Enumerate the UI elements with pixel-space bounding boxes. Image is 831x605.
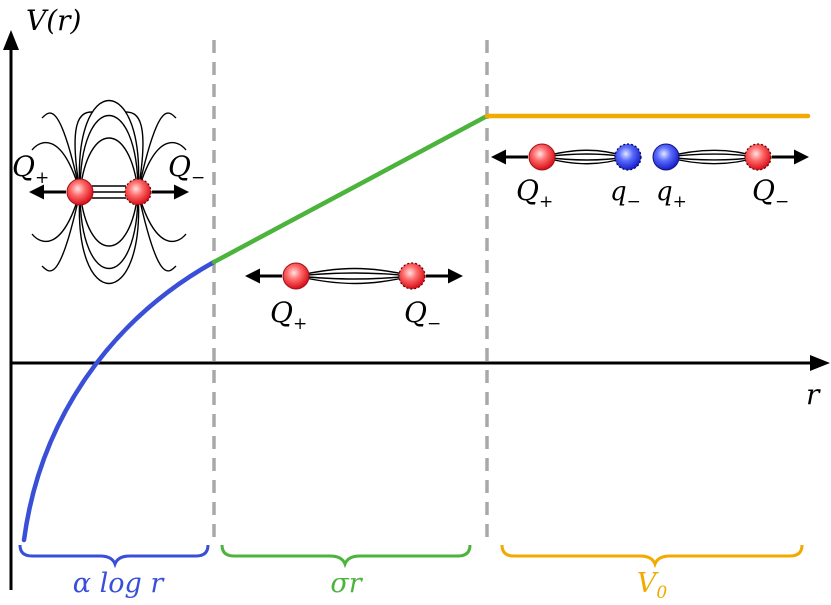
x-axis-label: r xyxy=(806,378,821,411)
label-q-minus-3: q− xyxy=(610,177,641,212)
y-axis-arrowhead xyxy=(3,30,19,50)
charge-q-plus-3 xyxy=(652,143,680,171)
dipole-field-diagram xyxy=(31,99,187,285)
region-label-log: α log r xyxy=(73,568,166,599)
flux-tube-diagram xyxy=(295,267,413,285)
charge-Q-minus-3 xyxy=(744,143,772,171)
charge-Q-plus-3 xyxy=(528,143,556,171)
brace-log xyxy=(18,544,210,569)
brace-linear xyxy=(220,544,472,569)
charge-Q-minus-1 xyxy=(124,178,152,206)
label-Q-plus-2: Q+ xyxy=(270,296,307,334)
label-Q-minus-3: Q− xyxy=(752,174,789,212)
curve-log-segment xyxy=(21,259,217,543)
charge-q-minus-3 xyxy=(614,143,642,171)
label-q-plus-3: q+ xyxy=(656,177,687,212)
x-axis-arrowhead xyxy=(810,355,830,371)
label-Q-minus-2: Q− xyxy=(404,296,441,334)
region-label-const: V0 xyxy=(637,568,668,603)
charge-Q-plus-2 xyxy=(282,262,310,290)
y-axis-label: V(r) xyxy=(26,4,81,37)
label-Q-plus-3: Q+ xyxy=(516,174,553,212)
charge-Q-plus-1 xyxy=(66,178,94,206)
curve-linear-segment xyxy=(211,113,490,265)
string-breaking-diagram xyxy=(541,149,759,165)
label-Q-plus-1: Q+ xyxy=(12,150,49,188)
charge-Q-minus-2 xyxy=(398,262,426,290)
region-label-linear: σr xyxy=(330,568,363,599)
brace-const xyxy=(500,544,804,569)
axes xyxy=(3,30,830,590)
label-Q-minus-1: Q− xyxy=(168,150,205,188)
